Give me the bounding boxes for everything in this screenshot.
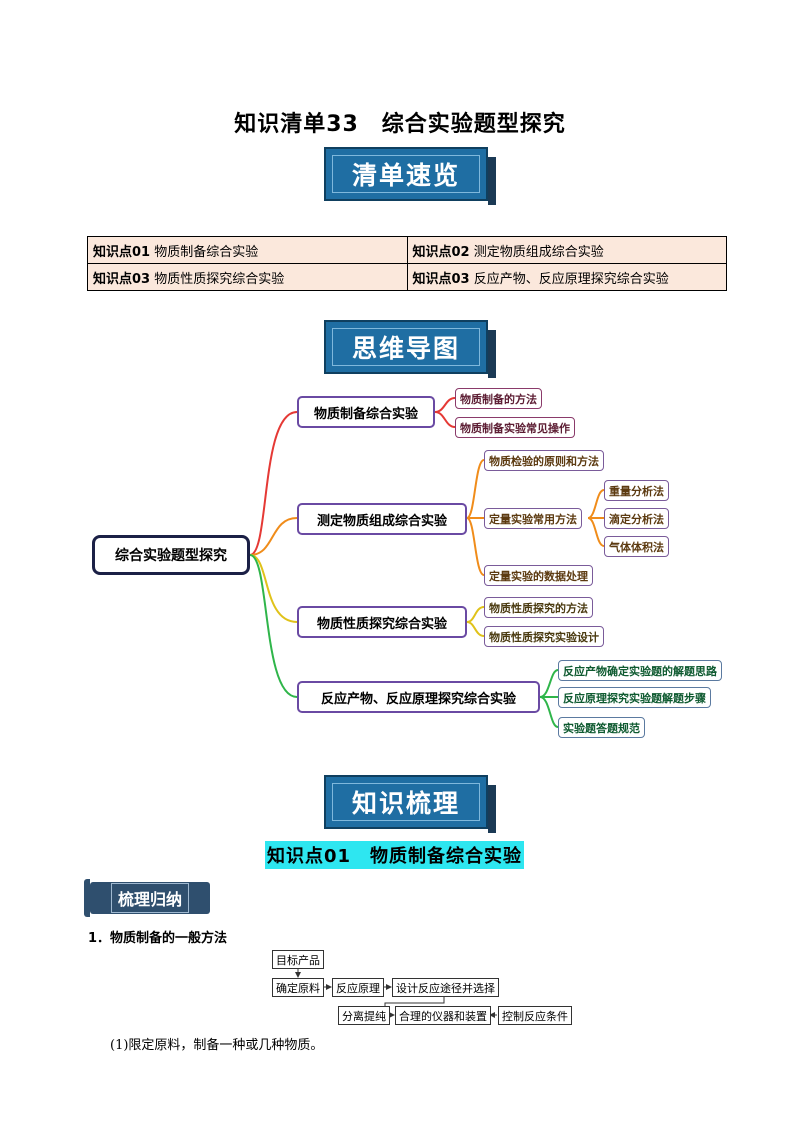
paragraph-1: (1)限定原料，制备一种或几种物质。 [110, 1038, 324, 1053]
banner-overview: 清单速览 [324, 147, 496, 205]
mindmap-connectors [249, 397, 605, 728]
mindmap-leaf: 物质性质探究的方法 [484, 597, 593, 618]
section-title: 1．物质制备的一般方法 [88, 931, 228, 946]
mindmap-leaf: 反应产物确定实验题的解题思路 [558, 660, 722, 681]
mindmap-leaf: 物质检验的原则和方法 [484, 450, 604, 471]
page-title: 知识清单33 综合实验题型探究 [234, 112, 566, 137]
flow-box-separation: 分离提纯 [338, 1006, 390, 1025]
mindmap-branch-3: 物质性质探究综合实验 [297, 606, 467, 638]
mindmap-leaf: 反应原理探究实验题解题步骤 [558, 687, 711, 708]
kp-cell: 知识点01 物质制备综合实验 [87, 236, 408, 264]
mindmap-subleaf: 重量分析法 [604, 480, 669, 501]
mindmap-leaf: 定量实验常用方法 [484, 508, 582, 529]
mindmap-leaf: 定量实验的数据处理 [484, 565, 593, 586]
flow-box-design-route: 设计反应途径并选择 [392, 978, 499, 997]
mindmap-leaf: 物质性质探究实验设计 [484, 626, 604, 647]
flow-box-reaction-principle: 反应原理 [332, 978, 384, 997]
flow-box-raw-material: 确定原料 [272, 978, 324, 997]
mindmap-leaf: 物质制备的方法 [455, 388, 542, 409]
banner-mindmap: 思维导图 [324, 320, 496, 378]
kp-cell: 知识点03 物质性质探究综合实验 [87, 263, 408, 291]
banner-knowledge: 知识梳理 [324, 775, 496, 833]
mindmap-leaf: 实验题答题规范 [558, 717, 645, 738]
mindmap-branch-4: 反应产物、反应原理探究综合实验 [297, 681, 540, 713]
flow-box-target-product: 目标产品 [272, 950, 324, 969]
mindmap-branch-1: 物质制备综合实验 [297, 396, 435, 428]
mindmap-subleaf: 气体体积法 [604, 536, 669, 557]
mindmap-root: 综合实验题型探究 [92, 535, 250, 575]
kp-cell: 知识点02 测定物质组成综合实验 [406, 236, 727, 264]
mindmap-branch-2: 测定物质组成综合实验 [297, 503, 467, 535]
section-tag: 梳理归纳 [84, 879, 210, 917]
mindmap-leaf: 物质制备实验常见操作 [455, 417, 575, 438]
kp-cell: 知识点03 反应产物、反应原理探究综合实验 [406, 263, 727, 291]
flow-box-apparatus: 合理的仪器和装置 [395, 1006, 491, 1025]
flow-box-conditions: 控制反应条件 [498, 1006, 572, 1025]
section-tag-label: 梳理归纳 [110, 883, 189, 913]
knowledge-point-table: 知识点01 物质制备综合实验 知识点02 测定物质组成综合实验 知识点03 物质… [87, 236, 727, 291]
mindmap-subleaf: 滴定分析法 [604, 508, 669, 529]
knowledge-point-heading: 知识点01 物质制备综合实验 [265, 841, 525, 869]
